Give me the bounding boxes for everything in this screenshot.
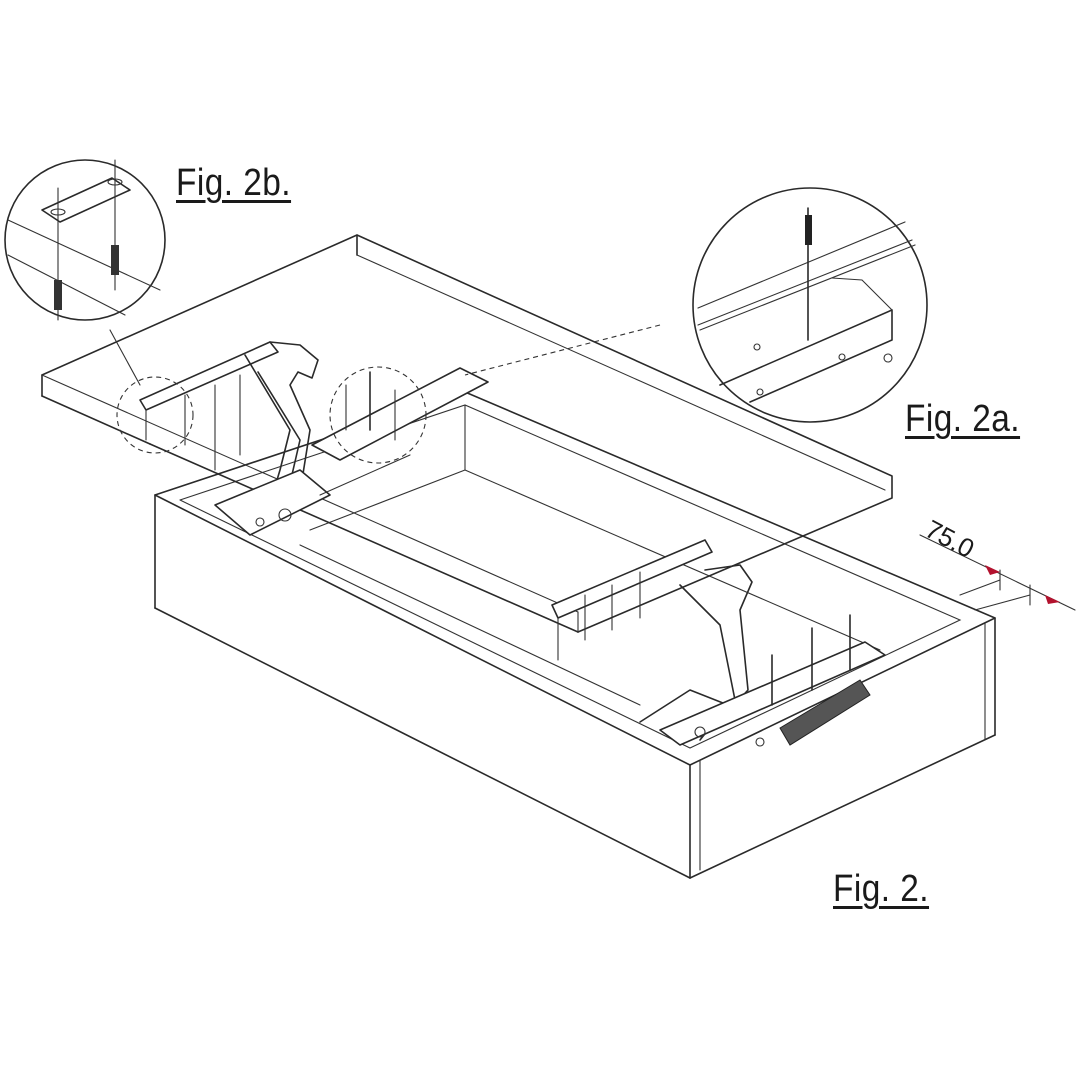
fig-2a-label: Fig. 2a. [905, 398, 1021, 440]
detail-circle-2a [329, 187, 928, 464]
fig-2-label: Fig. 2. [833, 868, 930, 910]
dimension-75 [919, 534, 1076, 611]
gas-spring [779, 679, 871, 746]
left-hinge-mechanism [139, 341, 489, 536]
detail-circle-2b [4, 159, 194, 454]
fig-2b-label: Fig. 2b. [176, 162, 292, 204]
right-hinge-mechanism [551, 539, 886, 747]
